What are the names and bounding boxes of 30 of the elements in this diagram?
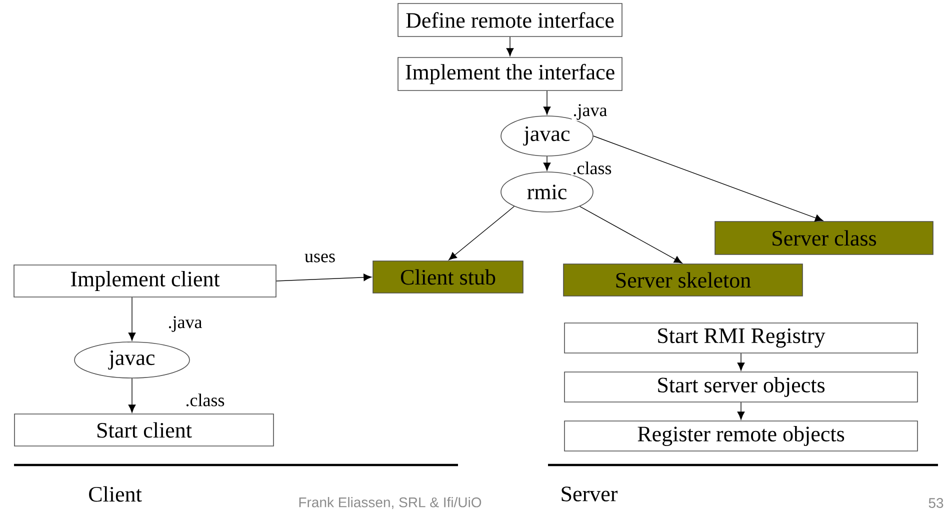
footer-text: Frank Eliassen, SRL & Ifi/UiO bbox=[299, 497, 482, 509]
arrow bbox=[276, 274, 372, 282]
edge-label: uses bbox=[304, 252, 336, 264]
arrow bbox=[593, 136, 824, 222]
process-box: Start client bbox=[14, 414, 274, 446]
arrow bbox=[737, 402, 745, 420]
arrow bbox=[128, 297, 136, 341]
arrow bbox=[543, 90, 551, 115]
arrow bbox=[448, 206, 515, 260]
section-label: Server bbox=[562, 486, 618, 502]
process-box: Implement client bbox=[14, 264, 276, 298]
edge-label: .java bbox=[572, 103, 608, 121]
output-box: Client stub bbox=[372, 260, 524, 294]
arrow bbox=[543, 156, 551, 171]
edge-label: .class bbox=[184, 392, 226, 408]
arrow bbox=[506, 36, 514, 56]
process-box: Implement the interface bbox=[398, 57, 622, 91]
page-number: 53 bbox=[928, 498, 944, 508]
edge-label: .java bbox=[166, 315, 204, 333]
output-box: Server skeleton bbox=[563, 264, 803, 296]
process-box: Define remote interface bbox=[398, 3, 622, 37]
process-box: Start RMI Registry bbox=[564, 322, 918, 354]
output-box: Server class bbox=[714, 221, 934, 255]
section-label: Client bbox=[89, 486, 142, 502]
process-box: Register remote objects bbox=[564, 420, 918, 452]
arrow bbox=[128, 378, 136, 413]
edge-label: .class bbox=[571, 160, 613, 176]
process-box: Start server objects bbox=[564, 372, 918, 402]
arrow bbox=[737, 353, 745, 371]
arrow bbox=[579, 206, 682, 264]
